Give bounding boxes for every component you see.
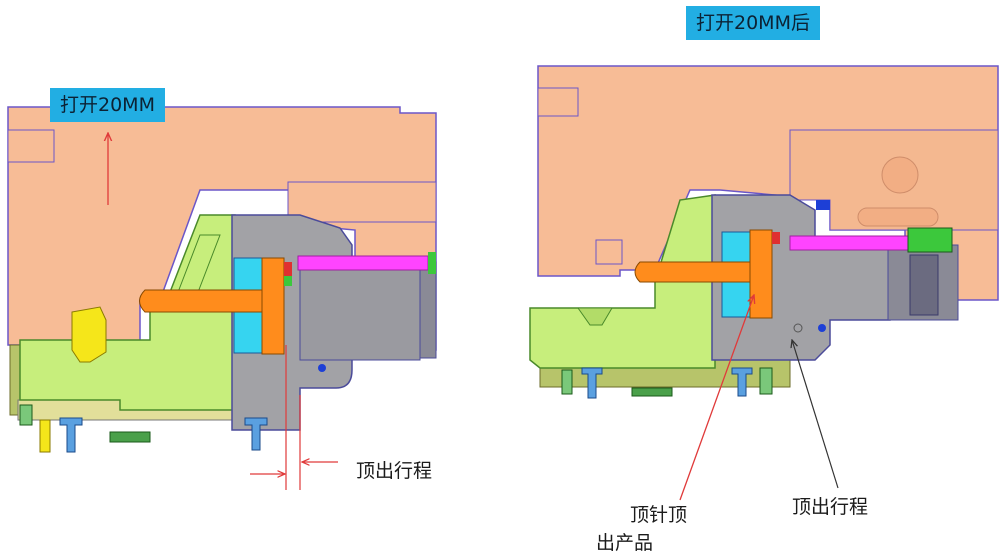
left-orange-pin-head xyxy=(261,257,285,355)
right-circle-mark-a xyxy=(881,156,919,194)
left-orange-pin-shaft xyxy=(139,289,263,313)
left-green-tip xyxy=(428,252,436,274)
right-mold-assembly xyxy=(529,65,999,501)
right-blue-dot xyxy=(818,324,826,332)
left-mold-assembly xyxy=(7,106,437,490)
right-title-label: 打开20MM后 xyxy=(686,6,820,40)
left-stroke-dimension xyxy=(250,345,338,490)
right-green-block xyxy=(907,227,953,253)
right-dark-stripes xyxy=(909,254,939,316)
left-gray-fin xyxy=(419,261,437,359)
right-slot xyxy=(857,207,939,227)
left-magenta-rod xyxy=(297,255,429,271)
right-green-notch xyxy=(577,307,613,326)
left-stroke-label: 顶出行程 xyxy=(356,460,433,482)
left-title-label: 打开20MM xyxy=(50,88,165,122)
right-stroke-leader xyxy=(792,340,839,489)
right-screws xyxy=(561,367,773,399)
left-plate-notch xyxy=(7,129,55,163)
right-blue-stub xyxy=(816,200,830,210)
pin-label-line2: 出产品 xyxy=(596,532,654,554)
left-plate-step xyxy=(287,181,437,223)
left-yellow-insert xyxy=(71,306,107,363)
right-circle-mark-b xyxy=(793,323,803,333)
right-orange-pin-head xyxy=(749,229,773,319)
right-stroke-label: 顶出行程 xyxy=(792,496,869,518)
left-screws xyxy=(19,404,268,453)
right-orange-pin-shaft xyxy=(634,261,751,283)
right-pin-leader xyxy=(679,295,754,501)
right-square-boss xyxy=(595,239,623,265)
right-plate-notch xyxy=(537,87,579,117)
right-magenta-rod xyxy=(789,235,911,251)
left-gray-block-rear xyxy=(299,269,421,361)
pin-label-line1: 顶针顶 xyxy=(630,504,688,526)
diagram-canvas: 打开20MM 打开20MM后 顶出行程 顶出行程 顶针顶 出产品 xyxy=(7,6,999,554)
left-blue-dot xyxy=(318,364,326,372)
left-green-chip xyxy=(284,276,292,286)
right-red-chip xyxy=(772,232,780,244)
mold-diagram-svg xyxy=(7,65,999,501)
left-red-chip xyxy=(284,262,292,276)
